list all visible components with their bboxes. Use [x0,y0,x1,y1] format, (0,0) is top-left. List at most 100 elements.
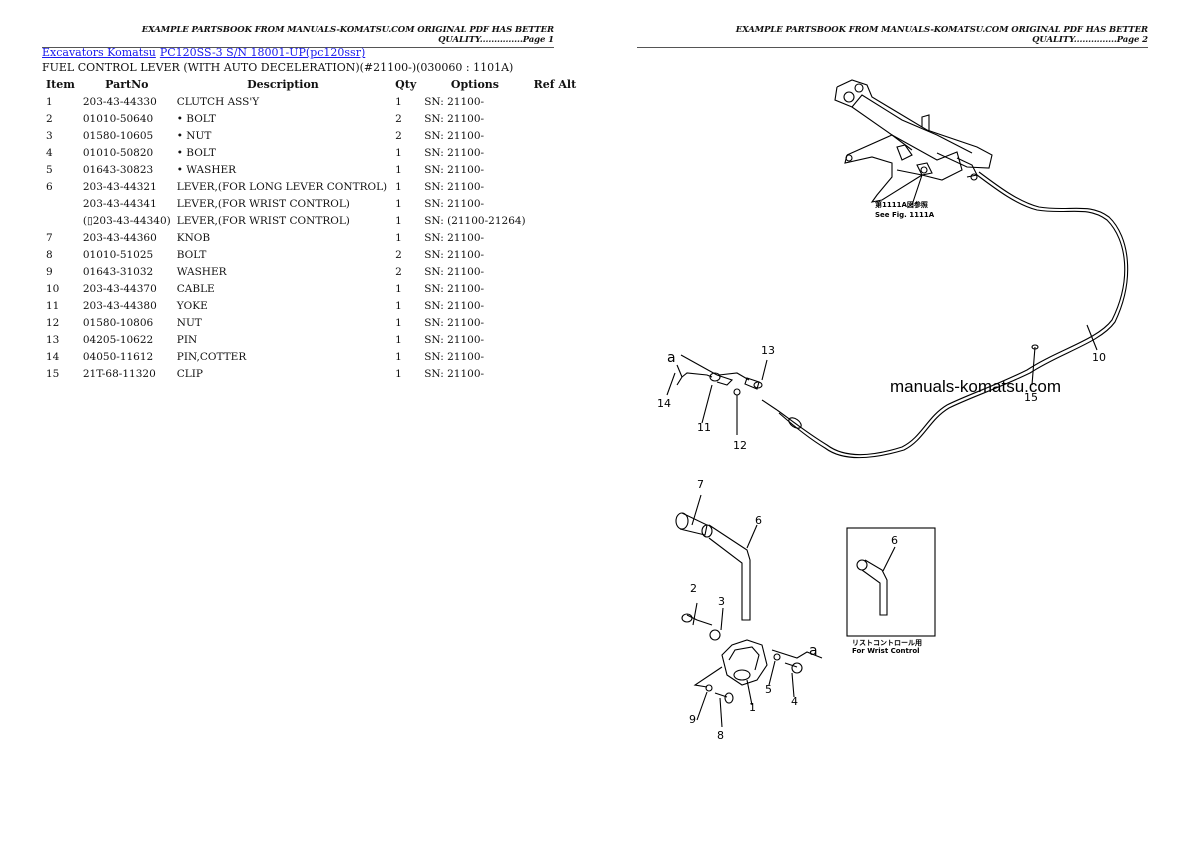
cell-partno: 04050-11612 [82,350,154,363]
cell-qty: 1 [395,333,402,346]
cell-options: SN: 21100- [424,95,485,108]
cell-options: SN: 21100- [424,316,485,329]
cell-item: 13 [46,333,60,346]
table-row: 4 01010-50820 • BOLT 1 SN: 21100- [42,144,580,161]
cell-partno: 203-43-44370 [82,282,157,295]
cell-partno: 01010-50640 [82,112,154,125]
cell-ref-alt [530,348,581,365]
cell-options: SN: 21100- [424,180,485,193]
cell-item: 10 [46,282,60,295]
callout-3: 3 [718,595,725,608]
bracket-assembly-drawing [666,79,1129,728]
cell-description: LEVER,(FOR WRIST CONTROL) [176,197,350,210]
cell-qty: 1 [395,197,402,210]
page-header-1: EXAMPLE PARTSBOOK FROM MANUALS-KOMATSU.C… [42,25,554,48]
cell-item [42,212,79,229]
callout-7: 7 [697,478,704,491]
cell-qty: 1 [395,95,402,108]
cell-partno: 01643-30823 [82,163,154,176]
table-header-row: Item PartNo Description Qty Options Ref … [42,76,580,93]
cell-qty: 2 [395,112,402,125]
cell-ref-alt [530,144,581,161]
cell-item: 2 [46,112,53,125]
cell-ref-alt [530,110,581,127]
diagram-callouts: 13 a 14 11 12 10 15 7 6 2 3 a 5 4 1 9 8 … [657,200,1106,742]
cell-ref-alt [530,178,581,195]
cell-partno: 203-43-44360 [82,231,157,244]
exploded-view-drawing: 13 a 14 11 12 10 15 7 6 2 3 a 5 4 1 9 8 … [657,79,1129,742]
cell-options: SN: 21100- [424,282,485,295]
callout-11: 11 [697,421,711,434]
callout-a-2: a [809,643,818,659]
cell-partno: 04205-10622 [82,333,154,346]
cell-description: PIN [176,333,198,346]
cell-item: 8 [46,248,53,261]
cell-ref-alt [530,246,581,263]
cell-options: SN: 21100- [424,146,485,159]
column-header-qty: Qty [395,78,417,91]
cell-description: WASHER [176,265,227,278]
cell-ref-alt [530,195,581,212]
cell-partno: 01580-10605 [82,129,154,142]
cell-description: YOKE [176,299,208,312]
callout-5: 5 [765,683,772,696]
cell-description: PIN,COTTER [176,350,247,363]
column-header-ref-alt: Ref Alt [533,78,577,91]
cell-ref-alt [530,280,581,297]
cell-options: SN: 21100- [424,367,485,380]
cell-qty: 1 [395,146,402,159]
cell-options: SN: 21100- [424,231,485,244]
cell-partno: 203-43-44341 [82,197,157,210]
section-title: FUEL CONTROL LEVER (WITH AUTO DECELERATI… [42,61,514,74]
cell-description: CLUTCH ASS'Y [176,95,260,108]
cell-description: KNOB [176,231,211,244]
cell-description: • BOLT [176,146,216,159]
callout-2: 2 [690,582,697,595]
cell-ref-alt [530,314,581,331]
cell-description: CABLE [176,282,215,295]
cell-item: 4 [46,146,53,159]
column-header-description: Description [247,78,319,91]
cell-description: • WASHER [176,163,237,176]
callout-14: 14 [657,397,671,410]
cell-qty: 1 [395,299,402,312]
cell-options: SN: 21100- [424,299,485,312]
callout-13: 13 [761,344,775,357]
cell-partno: 203-43-44330 [82,95,157,108]
cell-qty: 2 [395,265,402,278]
callout-1: 1 [749,701,756,714]
cell-description: LEVER,(FOR LONG LEVER CONTROL) [176,180,388,193]
cell-options: SN: (21100-21264) [424,214,526,227]
breadcrumb-link-model[interactable]: PC120SS-3 S/N 18001-UP(pc120ssr) [159,46,366,59]
breadcrumb-link-excavators-komatsu[interactable]: Excavators Komatsu [42,46,156,59]
cell-partno: (▯203-43-44340) [82,214,171,227]
cell-partno: 203-43-44321 [82,180,157,193]
cell-item: 14 [46,350,60,363]
cell-ref-alt [530,127,581,144]
cell-options: SN: 21100- [424,333,485,346]
cell-item: 7 [46,231,53,244]
cell-options: SN: 21100- [424,163,485,176]
cell-ref-alt [530,93,581,110]
cell-item: 15 [46,367,60,380]
cell-partno: 01010-50820 [82,146,154,159]
cell-options: SN: 21100- [424,197,485,210]
callout-8: 8 [717,729,724,742]
cell-description: CLIP [176,367,203,380]
cell-ref-alt [530,297,581,314]
cell-qty: 2 [395,129,402,142]
cell-description: • NUT [176,129,212,142]
column-header-options: Options [450,78,499,91]
cell-item: 12 [46,316,60,329]
callout-15: 15 [1024,391,1038,404]
